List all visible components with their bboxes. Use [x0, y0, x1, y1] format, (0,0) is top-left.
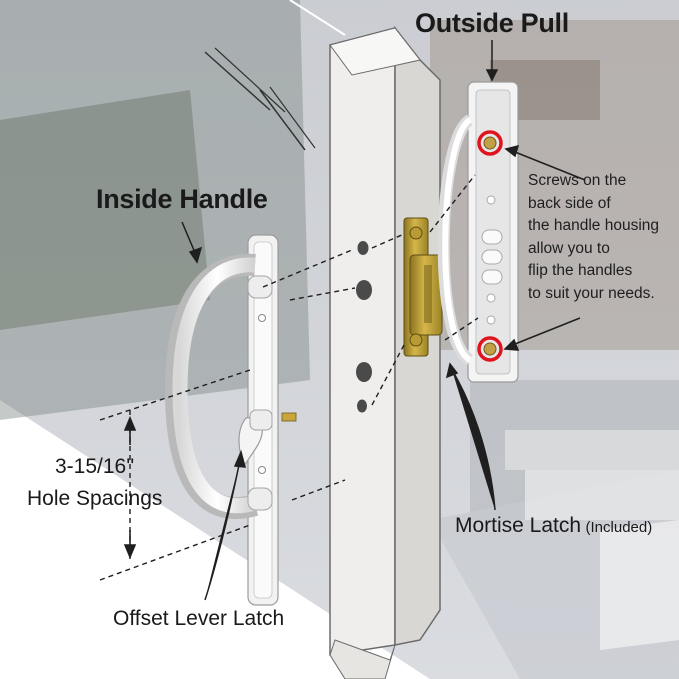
screws-note-line: back side of [528, 194, 611, 212]
screws-note-line: allow you to [528, 239, 610, 257]
mortise-latch-note: (Included) [585, 519, 653, 536]
mortise-latch [403, 217, 443, 357]
screws-note-line: Screws on the [528, 172, 627, 189]
mortise-latch-label: Mortise Latch (Included) [455, 514, 652, 538]
hole-spacing-dimension [123, 415, 137, 560]
screws-note-line: flip the handles [528, 262, 633, 279]
offset-lever-latch-label: Offset Lever Latch [113, 607, 285, 630]
screws-note-line: the handle housing [528, 217, 660, 234]
door-edge [329, 25, 441, 679]
hole-spacing-label: Hole Spacings [27, 487, 163, 510]
screws-note: Screws on the back side of the handle ho… [528, 170, 659, 305]
alignment-guides [99, 174, 479, 581]
mortise-latch-name: Mortise Latch [455, 514, 582, 537]
callout-arrows [181, 40, 586, 601]
outside-pull-label: Outside Pull [415, 8, 569, 38]
outside-pull-handle [437, 81, 519, 383]
lower-screw-highlight [477, 336, 503, 362]
hole-spacing-value: 3-15/16'' [55, 455, 135, 478]
inside-handle-label: Inside Handle [96, 184, 268, 214]
upper-screw-highlight [477, 130, 503, 156]
inside-handle [164, 234, 297, 606]
screws-note-line: to suit your needs. [528, 284, 655, 302]
